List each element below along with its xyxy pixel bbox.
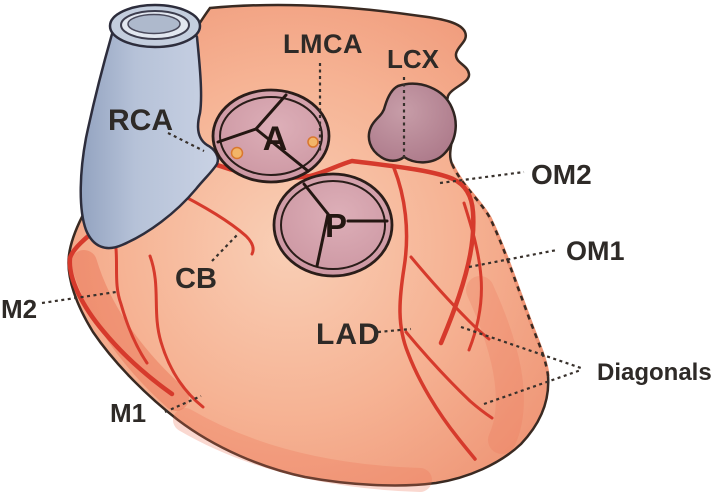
lad-pointer <box>377 327 412 334</box>
om1-pointer <box>468 248 558 269</box>
aorta-body <box>79 21 220 250</box>
rca-marginal-m2-artery <box>110 226 149 365</box>
aortic-valve: A <box>211 88 331 184</box>
pulmonary-valve-commissures <box>302 182 389 268</box>
coronary-ostium-left <box>230 146 244 160</box>
aortic-valve-letter: A <box>263 120 288 158</box>
aorta <box>79 3 220 250</box>
label-lcx: LCX <box>387 44 440 74</box>
om2-pointer <box>439 170 525 185</box>
label-om2: OM2 <box>531 159 592 190</box>
diagonal-branch-1-artery <box>409 255 491 341</box>
pulmonary-valve-outer-ring <box>272 172 394 278</box>
coronary-arteries <box>67 155 494 461</box>
label-m1: M1 <box>110 398 146 428</box>
lad-artery <box>392 166 477 461</box>
diagonals-pointer-upper <box>460 325 582 370</box>
diagonal-branch-2-artery <box>404 330 494 420</box>
aorta-lumen <box>127 13 181 35</box>
label-rca: RCA <box>108 104 173 137</box>
pulmonary-valve: P <box>272 172 394 278</box>
label-cb: CB <box>175 263 217 295</box>
label-m2: M2 <box>1 294 37 324</box>
label-lad: LAD <box>316 318 381 351</box>
aortic-valve-commissures <box>216 93 310 173</box>
label-lmca: LMCA <box>283 29 363 59</box>
aortic-valve-outer-ring <box>211 88 331 184</box>
rca-marginal-m1-artery <box>148 254 205 409</box>
rca-pointer <box>167 132 205 152</box>
conus-branch-artery <box>170 188 255 256</box>
label-pointers <box>41 63 582 414</box>
heart-border-dashed <box>450 163 550 377</box>
diagonals-pointer-lower <box>483 368 582 406</box>
left-atrial-appendage <box>367 82 457 164</box>
labels: LMCA LCX RCA OM2 OM1 M2 CB LAD M1 Diagon… <box>1 29 712 428</box>
coronary-ostium-right <box>307 136 319 148</box>
label-om1: OM1 <box>566 236 625 266</box>
aortic-valve-inner-ring <box>219 96 323 176</box>
lmca-lcx-artery <box>201 157 476 346</box>
pulmonary-valve-letter: P <box>325 207 347 244</box>
label-diagonals: Diagonals <box>597 359 712 386</box>
m1-pointer <box>164 394 202 414</box>
pulmonary-valve-inner-ring <box>280 180 386 270</box>
